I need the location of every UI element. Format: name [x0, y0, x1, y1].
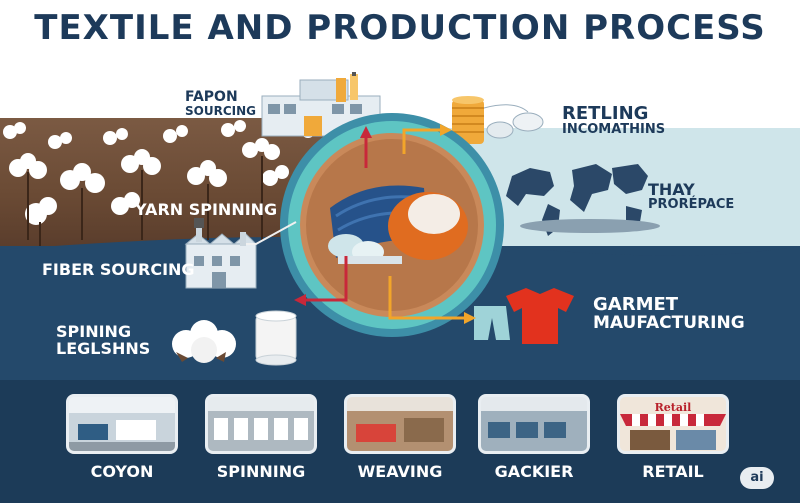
stage-caption-gackier: GACKIER — [494, 462, 574, 481]
label-thay-line1: THAY — [648, 180, 695, 199]
stage-photo-3-icon — [347, 397, 453, 451]
ai-badge: ai — [740, 467, 774, 489]
stage-card-gackier — [478, 394, 590, 454]
arrow-orange-bottom — [388, 276, 468, 320]
label-fapon-sourcing: FAPON SOURCING — [185, 89, 256, 119]
arrow-heads — [294, 124, 476, 324]
stage-card-retail: Retail — [617, 394, 729, 454]
central-process-circle-icon — [280, 113, 504, 337]
retail-sign: Retail — [654, 401, 692, 414]
stage-card-spinning — [205, 394, 317, 454]
world-map-icon — [506, 164, 660, 236]
arrow-white-mill — [246, 221, 297, 245]
label-thay: THAY PRORÉPACE — [648, 181, 734, 212]
garment-clothes-icon — [474, 288, 574, 344]
stage-photo-1-icon — [69, 397, 175, 451]
label-spinning-line1: SPINING — [56, 322, 132, 341]
stage-photo-4-icon — [481, 397, 587, 451]
stage-caption-weaving: WEAVING — [357, 462, 443, 481]
process-arrows — [246, 128, 468, 320]
arrow-red-bottom — [304, 256, 348, 302]
cotton-boll-icon — [172, 320, 236, 363]
label-spinning: SPINING LEGLSHNS — [56, 323, 150, 358]
mill-factory-icon — [184, 218, 258, 289]
label-garmet: GARMET MAUFACTURING — [593, 295, 745, 333]
stage-photo-2-icon — [208, 397, 314, 451]
label-yarn-spinning: YARN SPINNING — [135, 200, 278, 219]
stage-card-coyon — [66, 394, 178, 454]
label-garmet-line2: MAUFACTURING — [593, 313, 745, 334]
thread-spool-icon — [255, 310, 297, 366]
label-retling-line1: RETLING — [562, 103, 649, 124]
label-thay-line2: PRORÉPACE — [648, 197, 735, 213]
stage-caption-coyon: COYON — [90, 462, 154, 481]
label-fapon-line1: FAPON — [185, 89, 238, 105]
stage-card-weaving — [344, 394, 456, 454]
label-retling-line2: INCOMATHINS — [562, 122, 666, 138]
cotton-field-icon — [3, 118, 315, 246]
yarn-spool-icon — [452, 96, 544, 144]
label-spinning-line2: LEGLSHNS — [56, 339, 151, 359]
header-background — [0, 0, 800, 128]
stage-caption-spinning: SPINNING — [216, 462, 306, 481]
stage-caption-retail: RETAIL — [642, 462, 704, 481]
label-fiber-sourcing: FIBER SOURCING — [42, 260, 195, 279]
arrow-orange-top — [402, 128, 444, 154]
page-title: TEXTILE AND PRODUCTION PROCESS — [34, 8, 766, 48]
label-fapon-line2: SOURCING — [185, 104, 256, 119]
label-retling: RETLING INCOMATHINS — [562, 104, 665, 137]
label-garmet-line1: GARMET — [593, 294, 679, 315]
stage-photo-5-icon — [620, 397, 726, 451]
